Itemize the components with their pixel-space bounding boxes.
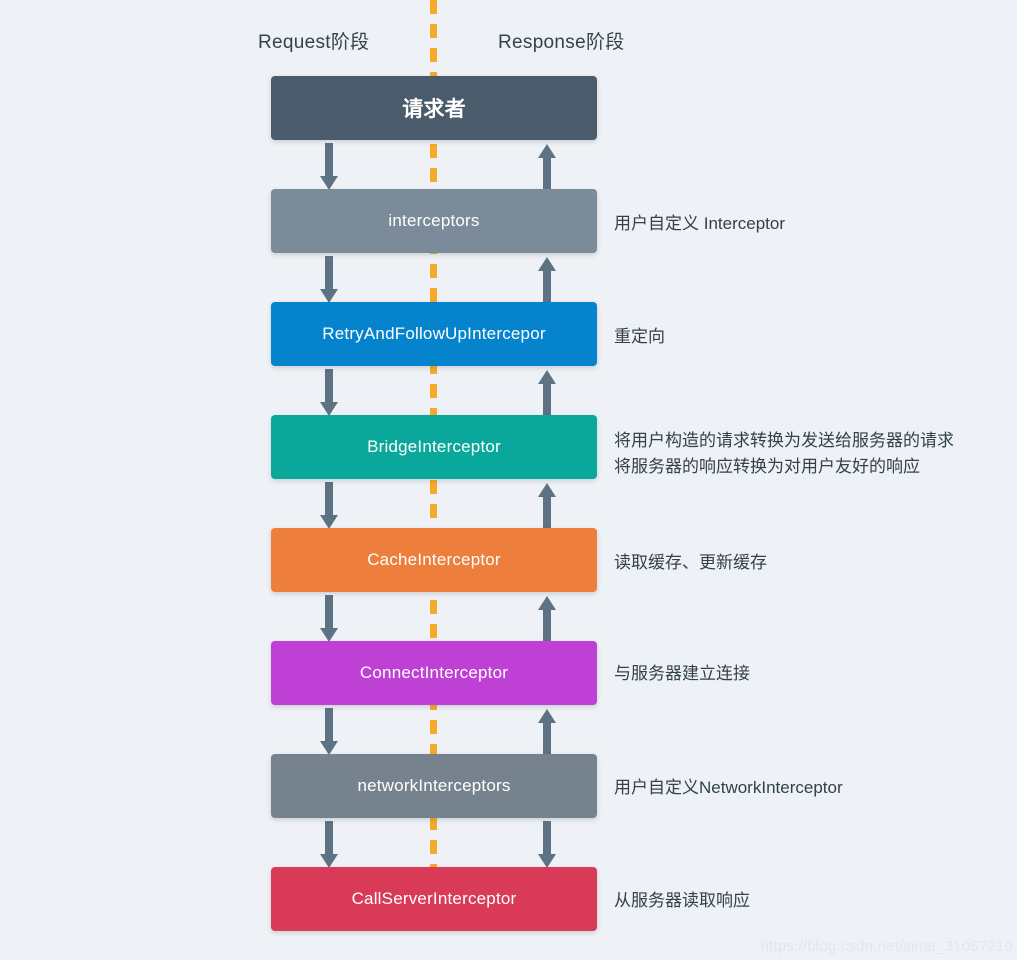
arrow-up-icon [538, 708, 556, 756]
arrow-down-icon [320, 595, 338, 643]
arrow-down-icon [320, 369, 338, 417]
stage-note: 用户自定义 Interceptor [614, 214, 785, 233]
stage-note: 读取缓存、更新缓存 [614, 553, 767, 572]
stage-box: networkInterceptors [271, 754, 597, 818]
stage-label: networkInterceptors [357, 776, 511, 795]
arrow-up-icon [538, 482, 556, 530]
arrow-up-icon [538, 256, 556, 304]
stage-label: BridgeInterceptor [367, 437, 501, 456]
stage-label: RetryAndFollowUpIntercepor [322, 324, 546, 343]
stage-label: ConnectInterceptor [359, 663, 509, 682]
arrow-up-icon [538, 143, 556, 191]
arrow-up-icon [538, 595, 556, 643]
stage-note: 用户自定义NetworkInterceptor [614, 778, 843, 797]
arrow-down-icon [538, 821, 556, 869]
response-phase-label: Response阶段 [498, 32, 625, 53]
stage-box: CallServerInterceptor [271, 867, 597, 931]
arrow-up-icon [538, 369, 556, 417]
arrow-down-icon [320, 708, 338, 756]
stage-box: 请求者 [271, 76, 597, 140]
stage-box: interceptors [271, 189, 597, 253]
stage-note: 重定向 [614, 327, 665, 346]
stage-note: 与服务器建立连接 [614, 664, 750, 683]
stage-label: 请求者 [402, 98, 466, 121]
stage-label: interceptors [388, 211, 480, 230]
stage-box: BridgeInterceptor [271, 415, 597, 479]
stage-box: CacheInterceptor [271, 528, 597, 592]
stage-note: 将用户构造的请求转换为发送给服务器的请求 将服务器的响应转换为对用户友好的响应 [614, 431, 954, 476]
stage-label: CallServerInterceptor [351, 889, 517, 908]
stage-label: CacheInterceptor [367, 550, 501, 569]
arrow-down-icon [320, 143, 338, 191]
arrow-down-icon [320, 482, 338, 530]
request-phase-label: Request阶段 [258, 32, 370, 53]
arrow-down-icon [320, 256, 338, 304]
arrow-down-icon [320, 821, 338, 869]
stage-box: RetryAndFollowUpIntercepor [271, 302, 597, 366]
stage-note: 从服务器读取响应 [614, 891, 750, 910]
watermark: https://blog.csdn.net/sinat_31057219 [760, 938, 1013, 955]
stage-box: ConnectInterceptor [271, 641, 597, 705]
